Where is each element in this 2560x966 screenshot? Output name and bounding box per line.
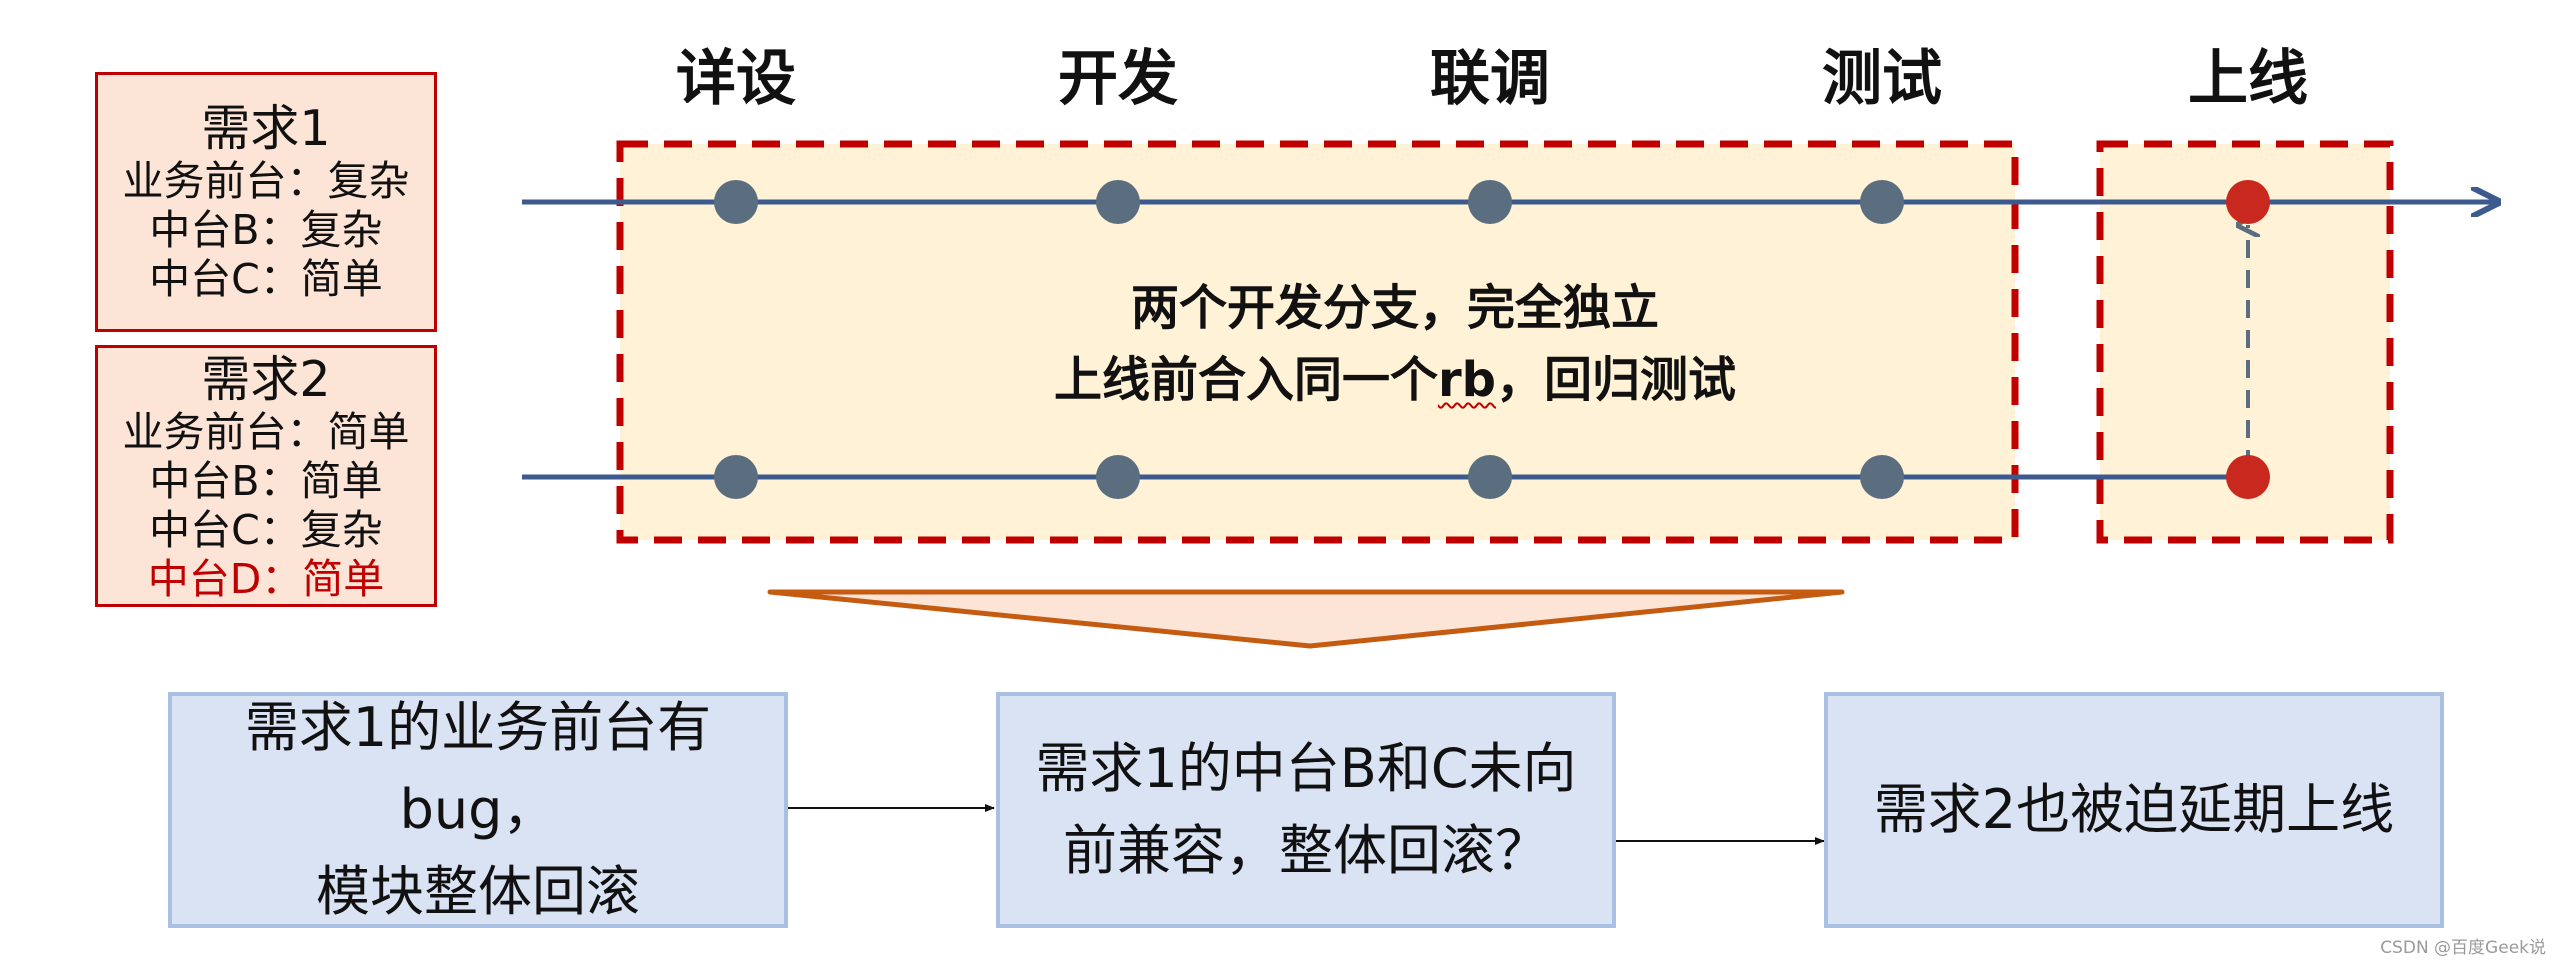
node-req1-test [1860,180,1904,224]
requirement-2-box: 需求2 业务前台：简单 中台B：简单 中台C：复杂 中台D：简单 [95,345,437,607]
requirement-1-line: 业务前台：复杂 [122,157,410,205]
branch-note-line-1: 两个开发分支，完全独立 [1130,280,1659,336]
funnel-shape [767,589,1845,649]
requirement-1-title: 需求1 [201,100,331,157]
branch-note-rb: rb [1437,352,1497,408]
outcome-2-line-1: 需求1的中台B和C未向 [1035,737,1577,800]
requirement-2-line: 业务前台：简单 [122,408,410,456]
watermark: CSDN @百度Geek说 [2380,938,2546,958]
node-req2-release [2226,455,2270,499]
node-req1-design [714,180,758,224]
outcome-box-1: 需求1的业务前台有bug， 模块整体回滚 [168,692,788,928]
node-req2-integrate [1468,455,1512,499]
outcome-2-line-2: 前兼容，整体回滚？ [1062,819,1549,882]
branch-note-suffix: ，回归测试 [1496,352,1737,408]
node-req1-release [2226,180,2270,224]
outcome-3-line-1: 需求2也被迫延期上线 [1873,778,2395,841]
outcome-1-line-2: 模块整体回滚 [316,860,640,923]
requirement-2-highlight-line: 中台D：简单 [147,555,385,603]
requirement-2-line: 中台C：复杂 [149,506,383,554]
outcome-box-3: 需求2也被迫延期上线 [1824,692,2444,928]
node-req2-test [1860,455,1904,499]
requirement-1-box: 需求1 业务前台：复杂 中台B：复杂 中台C：简单 [95,72,437,332]
branch-note-prefix: 上线前合入同一个 [1053,352,1438,408]
requirement-2-line: 中台B：简单 [149,457,383,505]
node-req2-develop [1096,455,1140,499]
stage-label-integrate: 联调 [1430,44,1550,114]
stage-label-test: 测试 [1822,44,1942,114]
node-req1-develop [1096,180,1140,224]
stage-label-release: 上线 [2188,44,2308,114]
outcome-1-line-1: 需求1的业务前台有bug， [244,696,712,841]
stage-label-design: 详设 [676,44,796,114]
node-req1-integrate [1468,180,1512,224]
stage-label-develop: 开发 [1058,44,1178,114]
dev-phase-frame [616,140,2019,544]
requirement-1-line: 中台B：复杂 [149,206,383,254]
node-req2-design [714,455,758,499]
requirement-1-line: 中台C：简单 [149,255,383,303]
branch-note-line-2: 上线前合入同一个rb，回归测试 [845,340,1945,410]
requirement-2-title: 需求2 [201,351,331,408]
outcome-box-2: 需求1的中台B和C未向 前兼容，整体回滚？ [996,692,1616,928]
